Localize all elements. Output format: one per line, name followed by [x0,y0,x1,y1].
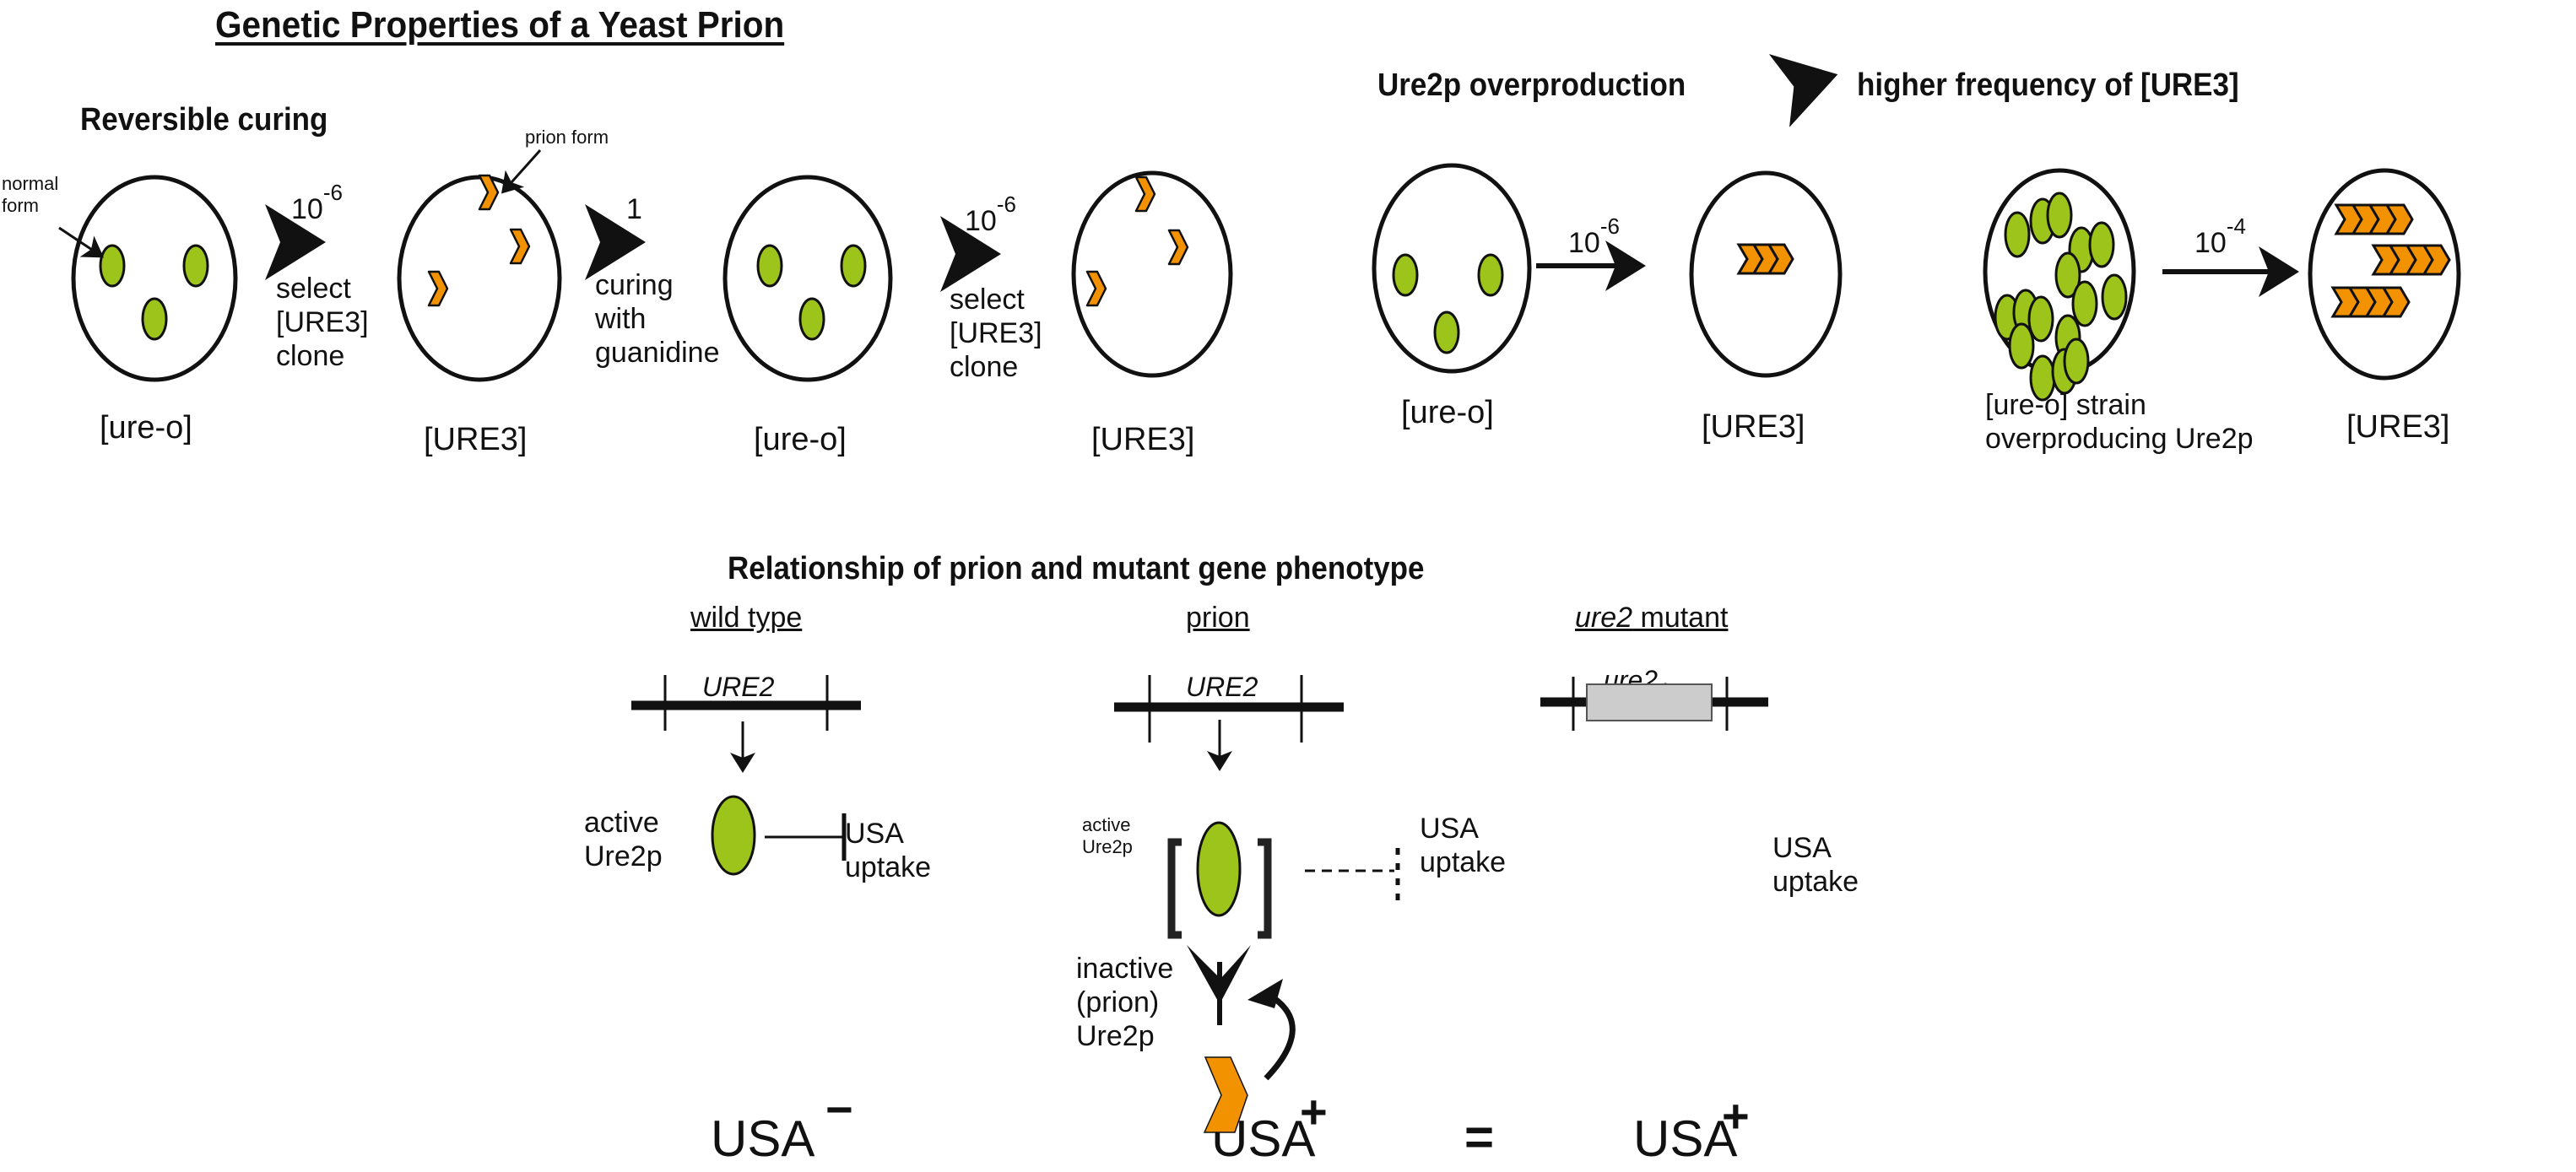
prion-protein-unit [2422,244,2451,276]
cell-3 [722,175,893,382]
figure-title: Genetic Properties of a Yeast Prion [215,4,785,46]
normal-protein [2004,211,2031,258]
normal-protein [2071,280,2098,327]
phenotype-wild-type: USA [711,1110,815,1167]
wild-type-inhibition [765,813,847,861]
prion-gene-label: URE2 [1186,672,1258,702]
normal-form-pointer [58,226,104,258]
prion-active-ure2p [1196,821,1242,917]
wild-type-target-label: USA uptake [845,818,932,883]
normal-protein [2054,251,2081,299]
prion-protein [1085,270,1107,307]
cell-1 [71,175,238,382]
inactive-prion-ure2p [1203,1056,1248,1133]
prion-blocked-inhibition [1305,848,1400,903]
prion-aggregates [2330,203,2451,318]
overproduction-rate-1: 10-6 [1568,213,1620,259]
overproduction-rate-2: 10-4 [2194,213,2246,259]
wild-type-gene [631,675,861,731]
wild-type-protein-label: active Ure2p [584,807,663,872]
normal-protein [182,244,209,288]
transition-caption-2: curing with guanidine [595,269,720,369]
ure2-mutant-heading: ure2 mutant [1575,602,1729,634]
prion-protein-unit [2381,286,2411,318]
prion-protein [427,270,449,307]
cell-label-1: [ure-o] [100,410,192,446]
reversible-curing-heading: Reversible curing [80,102,328,138]
normal-protein [2088,221,2115,268]
overproduction-cell-2 [1689,170,1843,378]
cell-label-2: [URE3] [424,422,528,457]
wild-type-gene-label: URE2 [702,672,775,702]
overproduction-cell-label-1: [ure-o] [1401,395,1494,430]
transition-caption-1: select [URE3] clone [276,273,369,372]
cell-1-normal-proteins [99,244,209,341]
normal-protein [756,244,783,288]
prion-protein-unit [2384,203,2414,235]
normal-protein [2027,295,2054,343]
normal-protein [798,297,825,341]
phenotype-prion-sign: + [1300,1085,1328,1138]
overproduction-cell-label-2: [URE3] [1702,409,1805,445]
phenotype-mutant-sign: + [1722,1089,1750,1142]
normal-form-annotation: normal form [2,173,59,216]
normal-protein [840,244,867,288]
normal-protein [2029,354,2056,402]
normal-protein [1433,311,1460,354]
cell-3-normal-proteins [756,244,867,341]
cell-4 [1071,170,1233,378]
prion-protein [1167,229,1189,266]
prion-target-label: USA uptake [1420,813,1507,878]
deleted-gene-box [1586,683,1713,721]
templating-arrow [1264,993,1296,1081]
mutant-gene [1540,677,1768,731]
overproduction-cell-4 [2308,168,2461,381]
phenotype-wild-type-sign: − [825,1083,853,1136]
prion-protein-unit [1767,243,1794,275]
wild-type-active-ure2p [711,795,756,876]
prion-gene [1114,675,1344,743]
overproduction-cell-label-3: [ure-o] strain overproducing Ure2p [1985,389,2254,455]
mutant-target-label: USA uptake [1772,832,1859,898]
prion-protein [509,228,531,265]
header-arrow [1768,54,1838,127]
inactive-prion-label: inactive (prion) Ure2p [1076,953,1174,1052]
prion-protein [1134,176,1156,213]
cell-label-3: [ure-o] [754,422,847,457]
prion-form-pointer [501,149,542,194]
phenotype-mutant: USA [1633,1110,1738,1167]
normal-protein [2046,192,2073,239]
normal-protein [2101,273,2128,321]
cell-label-4: [URE3] [1091,422,1195,457]
normal-protein [99,244,126,288]
cell-2-prion-proteins [427,174,531,307]
overproduction-cell-1-proteins [1392,253,1504,354]
overproduction-cell-label-4: [URE3] [2346,409,2450,445]
equals-sign: = [1464,1109,1495,1165]
normal-protein [1392,253,1419,297]
overproduction-cell-1 [1372,163,1532,374]
normal-protein [1477,253,1504,297]
prion-active-protein-label: active Ure2p [1082,814,1133,857]
wild-type-heading: wild type [690,602,803,634]
prion-form-annotation: prion form [525,127,609,148]
prion-bracket-left [1167,838,1182,939]
normal-protein [2008,322,2035,370]
prion-heading: prion [1186,602,1250,634]
overproduction-heading: Ure2p overproduction [1377,68,1686,103]
templating-arrowhead [1247,979,1283,1008]
prion-bracket-right [1258,838,1272,939]
higher-frequency-heading: higher frequency of [URE3] [1857,68,2239,103]
prion-aggregate [1736,243,1794,275]
relationship-heading: Relationship of prion and mutant gene ph… [728,551,1425,586]
normal-protein [2063,338,2090,385]
normal-protein [141,297,168,341]
overproduced-normal-proteins [1994,192,2128,402]
